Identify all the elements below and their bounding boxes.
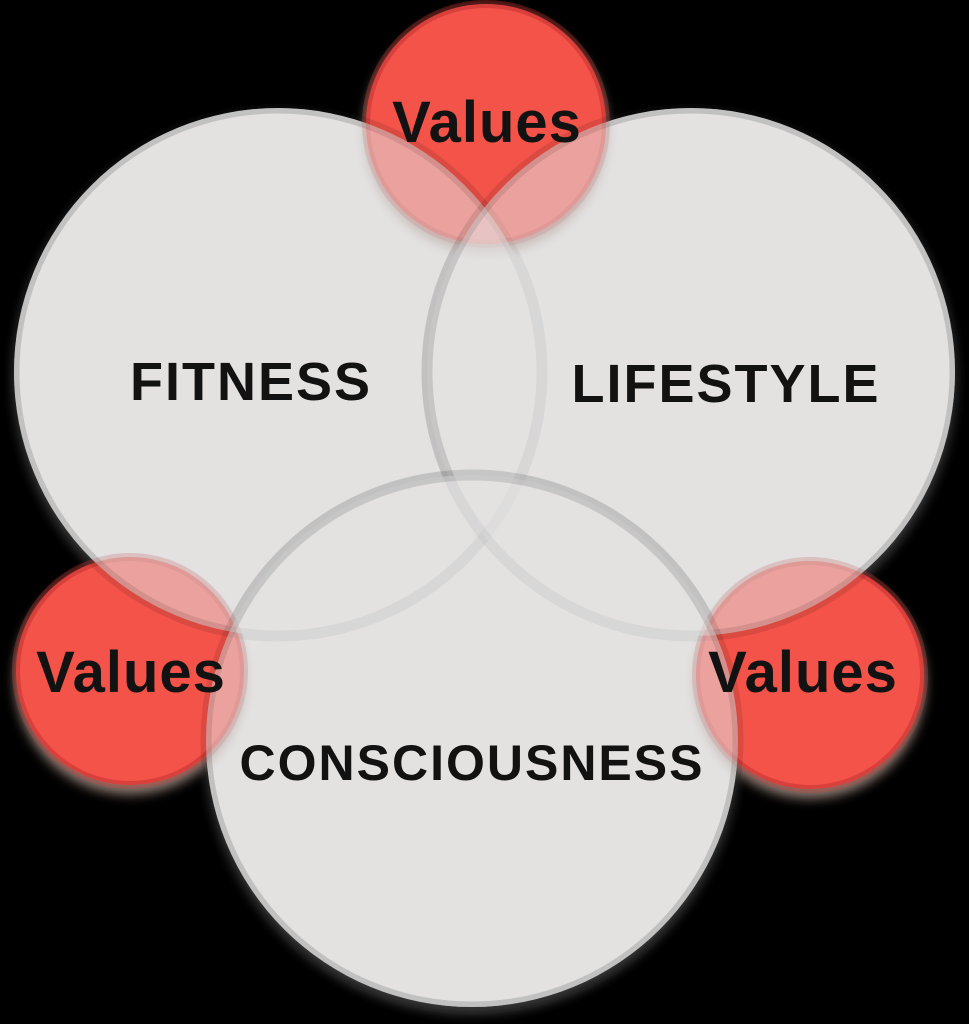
values-label-right: Values [708,640,898,705]
values-label-left: Values [36,640,226,705]
lifestyle-label: LIFESTYLE [571,354,880,414]
gray-overlay-layer [8,102,961,1013]
consciousness-label: CONSCIOUSNESS [240,735,705,791]
fitness-label: FITNESS [130,352,372,412]
consciousness-circle-overlay [200,469,744,1013]
values-label-top: Values [392,90,582,155]
